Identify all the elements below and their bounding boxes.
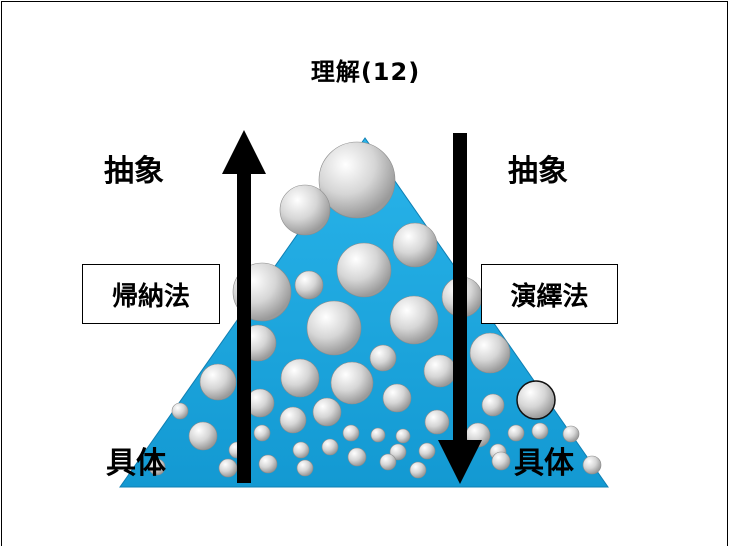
left-method-box: 帰納法 bbox=[82, 264, 220, 324]
right-method-label: 演繹法 bbox=[510, 281, 589, 312]
up-arrow bbox=[222, 130, 266, 483]
left-top-label: 抽象 bbox=[104, 154, 164, 189]
left-bottom-label: 具体 bbox=[106, 446, 166, 481]
spheres bbox=[148, 141, 602, 479]
right-method-box: 演繹法 bbox=[481, 264, 618, 324]
down-arrow bbox=[438, 133, 482, 484]
left-method-label: 帰納法 bbox=[111, 281, 190, 312]
right-bottom-label: 具体 bbox=[514, 446, 574, 481]
right-top-label: 抽象 bbox=[508, 154, 568, 189]
page-title: 理解(12) bbox=[310, 58, 421, 86]
